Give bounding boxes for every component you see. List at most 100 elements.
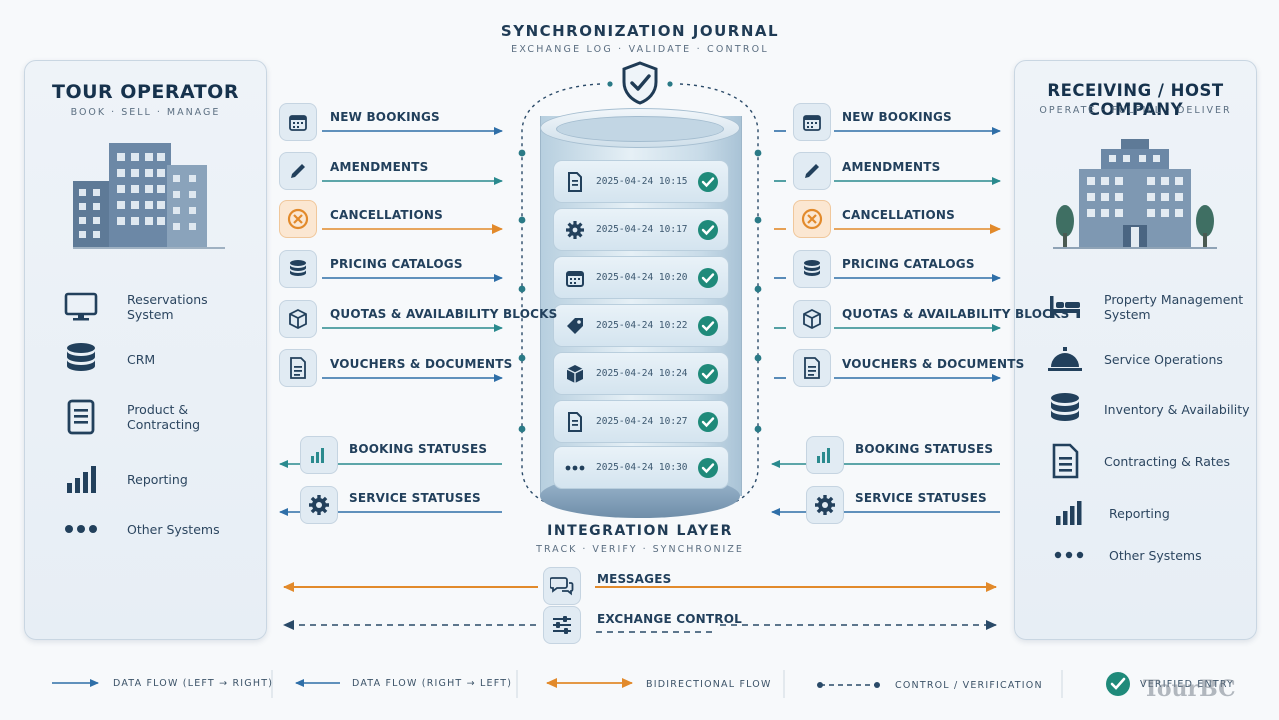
cube-icon bbox=[803, 309, 821, 329]
verified-check-icon bbox=[688, 171, 728, 193]
right-system-label: Contracting & Rates bbox=[1104, 453, 1230, 469]
document-icon bbox=[1045, 443, 1085, 479]
pencil-icon bbox=[291, 164, 305, 178]
left-system-label: CRM bbox=[127, 351, 156, 367]
journal-entry: 2025-04-24 10:20 bbox=[553, 256, 729, 299]
flow-label-service-status: SERVICE STATUSES bbox=[349, 491, 481, 505]
right-system-label: Reporting bbox=[1109, 505, 1170, 521]
journal-timestamp: 2025-04-24 10:20 bbox=[596, 272, 688, 283]
flow-icon-vouchers-right bbox=[793, 349, 831, 387]
more-dots-icon bbox=[61, 511, 101, 547]
bar-chart-icon bbox=[1049, 495, 1089, 531]
flow-icon-new-bookings-right bbox=[793, 103, 831, 141]
host-company-subtitle: OPERATE · FULFILL · DELIVER bbox=[1039, 105, 1232, 116]
bar-chart-icon bbox=[311, 448, 324, 463]
host-company-title: RECEIVING / HOST COMPANY bbox=[1047, 81, 1224, 119]
left-system-reporting: Reporting bbox=[61, 461, 188, 497]
calendar-icon bbox=[554, 268, 596, 288]
more-dots-icon bbox=[554, 465, 596, 471]
journal-timestamp: 2025-04-24 10:27 bbox=[596, 416, 688, 427]
right-system-label: Service Operations bbox=[1104, 351, 1223, 367]
journal-entry: 2025-04-24 10:27 bbox=[553, 400, 729, 443]
tour-operator-panel: TOUR OPERATOR BOOK · SELL · MANAGE Reser… bbox=[24, 60, 267, 640]
office-building-icon bbox=[73, 143, 225, 249]
document-icon bbox=[554, 171, 596, 192]
verified-check-icon bbox=[688, 411, 728, 433]
cube-icon bbox=[289, 309, 307, 329]
journal-timestamp: 2025-04-24 10:30 bbox=[596, 462, 688, 473]
right-system-label: Inventory & Availability bbox=[1104, 401, 1250, 417]
integration-title: INTEGRATION LAYER bbox=[547, 523, 733, 539]
flow-label-pricing: PRICING CATALOGS bbox=[842, 257, 975, 271]
flow-icon-new-bookings-left bbox=[279, 103, 317, 141]
coins-icon bbox=[804, 260, 820, 276]
document-icon bbox=[290, 357, 306, 379]
flow-icon-cancellations-right bbox=[793, 200, 831, 238]
cube-icon bbox=[554, 364, 596, 384]
right-system-service: Service Operations bbox=[1045, 341, 1223, 377]
hotel-building-icon bbox=[1053, 139, 1217, 249]
left-system-crm: CRM bbox=[61, 341, 155, 377]
flow-label-service-status: SERVICE STATUSES bbox=[855, 491, 987, 505]
right-system-contracting: Contracting & Rates bbox=[1045, 443, 1230, 479]
gear-icon bbox=[815, 495, 835, 515]
left-system-other: Other Systems bbox=[61, 511, 220, 547]
bed-icon bbox=[1045, 289, 1085, 325]
journal-entry: 2025-04-24 10:24 bbox=[553, 352, 729, 395]
legend-verified-label: VERIFIED ENTRY bbox=[1140, 679, 1235, 690]
flow-icon-service-status-right bbox=[806, 486, 844, 524]
legend-control-label: CONTROL / VERIFICATION bbox=[895, 680, 1043, 691]
watermark-logo: TourBC bbox=[1143, 676, 1236, 702]
integration-subtitle: TRACK · VERIFY · SYNCHRONIZE bbox=[536, 544, 744, 555]
more-dots-icon bbox=[1049, 537, 1089, 573]
calendar-icon bbox=[289, 115, 307, 131]
flow-label-vouchers: VOUCHERS & DOCUMENTS bbox=[842, 357, 1025, 371]
database-icon bbox=[1045, 391, 1085, 427]
document-icon bbox=[61, 399, 101, 435]
messages-label: MESSAGES bbox=[597, 572, 672, 586]
left-system-product: Product & Contracting bbox=[61, 399, 200, 435]
journal-timestamp: 2025-04-24 10:22 bbox=[596, 320, 688, 331]
journal-timestamp: 2025-04-24 10:17 bbox=[596, 224, 688, 235]
flow-icon-pricing-left bbox=[279, 250, 317, 288]
coins-icon bbox=[290, 260, 306, 276]
service-bell-icon bbox=[1045, 341, 1085, 377]
journal-entry: 2025-04-24 10:15 bbox=[553, 160, 729, 203]
cancel-icon bbox=[801, 208, 823, 230]
legend-rtl-label: DATA FLOW (RIGHT → LEFT) bbox=[352, 678, 513, 689]
host-company-panel: RECEIVING / HOST COMPANY OPERATE · FULFI… bbox=[1014, 60, 1257, 640]
flow-icon-quotas-right bbox=[793, 300, 831, 338]
calendar-icon bbox=[803, 115, 821, 131]
bar-chart-icon bbox=[61, 461, 101, 497]
journal-subtitle: EXCHANGE LOG · VALIDATE · CONTROL bbox=[511, 44, 769, 55]
legend-bar bbox=[52, 670, 1130, 698]
flow-icon-quotas-left bbox=[279, 300, 317, 338]
flow-label-cancellations: CANCELLATIONS bbox=[330, 208, 443, 222]
flow-label-pricing: PRICING CATALOGS bbox=[330, 257, 463, 271]
gear-icon bbox=[554, 220, 596, 240]
database-icon bbox=[61, 341, 101, 377]
shield-check-icon bbox=[622, 61, 658, 105]
left-system-reservations: Reservations System bbox=[61, 289, 208, 325]
verified-check-icon bbox=[688, 457, 728, 479]
journal-entry: 2025-04-24 10:17 bbox=[553, 208, 729, 251]
journal-timestamp: 2025-04-24 10:15 bbox=[596, 176, 688, 187]
flow-label-vouchers: VOUCHERS & DOCUMENTS bbox=[330, 357, 513, 371]
bar-chart-icon bbox=[817, 448, 830, 463]
messages-icon-box bbox=[543, 567, 581, 605]
flow-icon-booking-status-left bbox=[300, 436, 338, 474]
verified-check-icon bbox=[688, 219, 728, 241]
right-system-pms: Property Management System bbox=[1045, 289, 1243, 325]
flow-icon-amendments-left bbox=[279, 152, 317, 190]
chat-bubbles-icon bbox=[550, 577, 574, 596]
flow-icon-amendments-right bbox=[793, 152, 831, 190]
tag-icon bbox=[554, 316, 596, 336]
exchange-control-label: EXCHANGE CONTROL bbox=[597, 612, 742, 626]
cancel-icon bbox=[287, 208, 309, 230]
sliders-icon bbox=[553, 616, 571, 634]
flow-icon-pricing-right bbox=[793, 250, 831, 288]
left-system-label: Reporting bbox=[127, 471, 188, 487]
flow-icon-booking-status-right bbox=[806, 436, 844, 474]
document-icon bbox=[804, 357, 820, 379]
flow-label-quotas: QUOTAS & AVAILABILITY BLOCKS bbox=[330, 307, 558, 321]
